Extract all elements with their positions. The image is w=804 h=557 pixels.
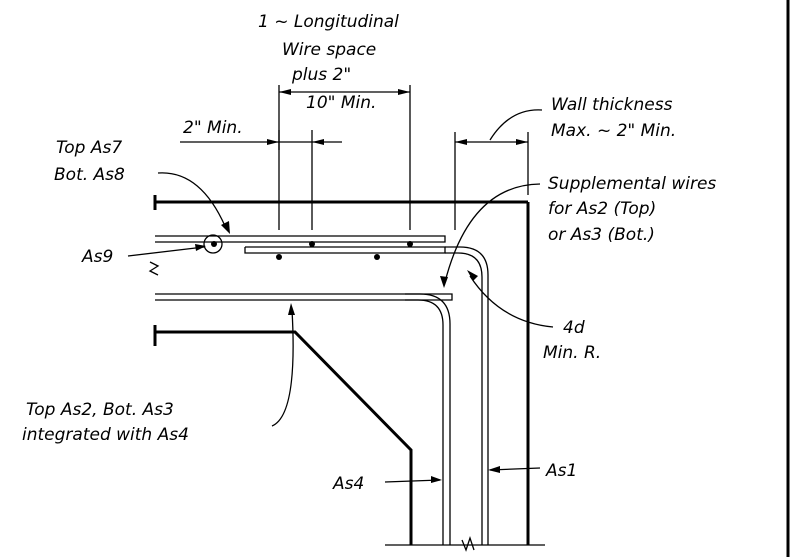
leader-as4 xyxy=(384,479,441,483)
bottom-wire xyxy=(155,293,453,301)
dim-arrow xyxy=(267,139,279,145)
label-longitudinal-2: Wire space xyxy=(282,40,376,60)
leader-arrow xyxy=(221,221,230,234)
as4-bar-inner xyxy=(405,299,444,545)
dim-arrow xyxy=(312,139,324,145)
leader-4d xyxy=(469,275,554,328)
label-10-min: 10" Min. xyxy=(306,93,376,113)
label-4d: 4d xyxy=(563,318,585,338)
top-as7-wire xyxy=(155,235,446,243)
dim-arrow xyxy=(455,139,467,145)
long-wire-dot xyxy=(407,241,413,247)
label-2-min: 2" Min. xyxy=(183,118,243,138)
label-wall-thickness-1: Wall thickness xyxy=(551,95,673,115)
dim-arrow xyxy=(516,139,528,145)
label-bot-as8: Bot. As8 xyxy=(54,165,125,185)
label-supplemental-2: for As2 (Top) xyxy=(548,199,656,219)
haunch-outline xyxy=(155,330,413,545)
long-wire-dot xyxy=(374,254,380,260)
leader-arrow xyxy=(467,270,478,281)
leader-arrow xyxy=(195,244,206,251)
label-longitudinal-1: 1 ~ Longitudinal xyxy=(258,12,399,32)
label-supplemental-1: Supplemental wires xyxy=(548,174,716,194)
bottom-break-symbol xyxy=(461,535,475,552)
label-min-r: Min. R. xyxy=(543,343,601,363)
label-as9: As9 xyxy=(81,247,113,267)
label-longitudinal-3: plus 2" xyxy=(291,65,351,85)
label-top-as2-1: Top As2, Bot. As3 xyxy=(26,400,174,420)
as1-bar-inner xyxy=(445,252,483,545)
as4-bar xyxy=(405,293,451,545)
leader-arrow xyxy=(440,276,448,288)
long-wire-dot xyxy=(276,254,282,260)
label-supplemental-3: or As3 (Bot.) xyxy=(548,225,655,245)
leader-as9 xyxy=(127,246,205,257)
as1-bar xyxy=(445,246,489,545)
label-top-as2-2: integrated with As4 xyxy=(22,425,189,445)
break-symbol xyxy=(148,261,160,276)
long-wire-dot xyxy=(309,241,315,247)
leader-as7 xyxy=(157,172,226,227)
dim-arrow xyxy=(398,89,410,95)
label-wall-thickness-2: Max. ~ 2" Min. xyxy=(551,121,676,141)
dim-arrow xyxy=(279,89,291,95)
leader-as2 xyxy=(271,309,294,427)
label-as4: As4 xyxy=(332,474,364,494)
label-top-as7: Top As7 xyxy=(56,138,122,158)
leader-arrow xyxy=(431,476,442,483)
leader-wall-thickness xyxy=(489,109,543,141)
leader-supplemental xyxy=(444,183,541,283)
leader-arrow xyxy=(288,303,295,315)
supplemental-wire xyxy=(244,246,446,254)
as9-circle xyxy=(203,234,223,254)
label-as1: As1 xyxy=(545,461,577,481)
leader-arrow xyxy=(488,466,500,473)
long-wire-dot xyxy=(211,241,217,247)
